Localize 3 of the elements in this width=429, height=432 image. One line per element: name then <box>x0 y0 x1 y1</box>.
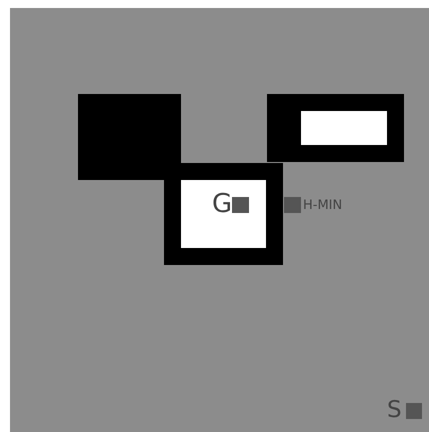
map-label: S <box>387 399 402 422</box>
map-label: H-MIN <box>303 199 342 212</box>
map-label: G <box>212 191 232 217</box>
